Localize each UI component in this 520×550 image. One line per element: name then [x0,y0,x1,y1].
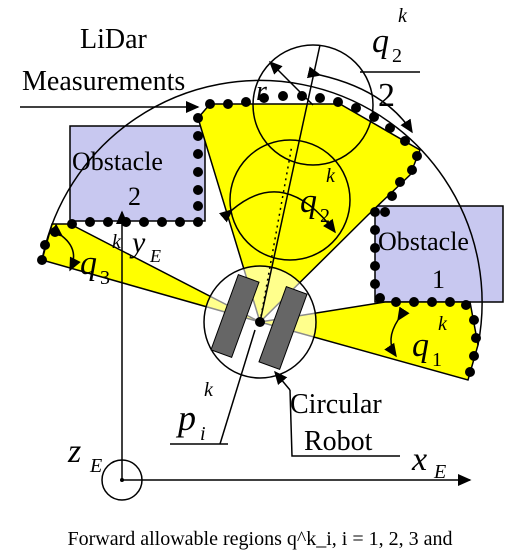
figure-caption: Forward allowable regions q^k_i, i = 1, … [67,528,453,550]
obstacle-1-number: 1 [432,265,445,294]
q1-label-sub: 1 [432,349,442,371]
robot-wheel-right [258,286,308,370]
q1-label-sup: k [438,313,448,335]
z-axis-label: z [67,433,81,470]
position-label: p [175,398,196,438]
half-angle-numerator: q [372,23,389,60]
inner-circle-q2 [229,139,351,261]
obstacle-2-box [69,125,206,222]
q3-label-sub: 3 [100,267,110,289]
q2-label-sup: k [326,165,336,187]
q2-label: q [300,183,317,220]
q2-label-sub: 2 [320,205,330,227]
obstacle-2-label: Obstacle [72,147,163,176]
q2-angle-arc [218,191,336,234]
obstacle-2-number: 2 [128,182,141,211]
q3-angle-arc [48,223,81,272]
y-axis-label-sub: E [149,246,161,266]
z-axis-symbol [101,459,143,501]
robot-label-line1: Circular [290,389,382,420]
robot-wheel-left [210,274,260,358]
z-axis-dot [120,478,124,482]
x-axis-label-sub: E [433,461,446,483]
radius-label: r [256,76,267,107]
lidar-points [37,91,481,377]
obstacle-1-label: Obstacle [378,227,469,256]
half-angle-arc [306,66,413,134]
q3-label-sup: k [112,231,122,253]
radius-arrow [268,60,314,106]
robot-label-line2: Robot [304,426,373,457]
position-leader [219,329,256,445]
q1-angle-arc [384,306,410,358]
x-axis-label: x [411,441,427,478]
half-angle-numerator-sup: k [398,5,408,27]
robot-label-arrow [274,370,291,391]
lidar-range-arc [41,79,483,346]
q1-label: q [412,327,429,364]
position-label-sub: i [200,423,206,445]
half-angle-denominator: 2 [378,77,395,114]
y-axis-label: y [129,226,146,259]
lidar-label-line2: Measurements [22,66,185,97]
position-label-sup: k [204,379,214,401]
z-axis-label-sub: E [89,455,102,477]
robot-label-pointer [289,389,400,457]
lidar-label-line1: LiDar [80,24,148,55]
half-angle-numerator-sub: 2 [392,45,402,67]
q3-label: q [80,245,97,282]
